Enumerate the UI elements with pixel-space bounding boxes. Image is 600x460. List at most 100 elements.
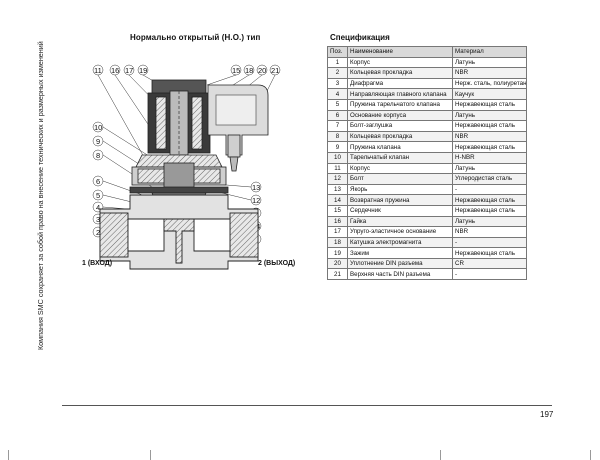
- callout-8: 8: [96, 151, 100, 160]
- callout-16: 16: [111, 66, 119, 75]
- footer-rule: [62, 405, 552, 406]
- spec-pos: 9: [327, 141, 348, 153]
- spec-pos: 6: [327, 109, 348, 122]
- spec-pos: 19: [327, 247, 348, 259]
- spec-pos: 1: [327, 56, 348, 69]
- spec-material: CR: [452, 257, 527, 270]
- spec-pos: 3: [327, 77, 348, 90]
- spec-material: Углеродистая сталь: [452, 173, 527, 185]
- spec-pos: 18: [327, 236, 348, 249]
- port-out-label: 2 (ВЫХОД): [258, 260, 295, 267]
- spec-material: Нержавеющая сталь: [452, 247, 527, 259]
- spec-name: Болт-заглушка: [347, 120, 453, 132]
- spec-name: Болт: [347, 173, 453, 185]
- spec-name: Сердечник: [347, 204, 453, 217]
- spec-name: Основание корпуса: [347, 109, 453, 122]
- spec-pos: 20: [327, 257, 348, 270]
- crop-mark: [150, 450, 151, 460]
- spec-material: Латунь: [452, 215, 527, 228]
- spec-name: Уплотнение DIN разъема: [347, 257, 453, 270]
- callout-13: 13: [252, 183, 260, 192]
- spec-pos: 11: [327, 162, 348, 175]
- spec-pos: 17: [327, 226, 348, 238]
- spec-name: Пружина тарельчатого клапана: [347, 98, 453, 111]
- spec-pos: 13: [327, 183, 348, 196]
- callout-3: 3: [96, 215, 100, 224]
- spec-material: -: [452, 183, 527, 196]
- callout-17: 17: [125, 66, 133, 75]
- spec-pos: 2: [327, 67, 348, 79]
- valve-cross-section-diagram: 11 16 17 19 15 18 20 21 10 9 8 6 5 4 3 2…: [82, 64, 295, 270]
- spec-material: NBR: [452, 130, 527, 143]
- diagram-title: Нормально открытый (Н.О.) тип: [130, 33, 261, 42]
- spec-name: Пружина клапана: [347, 141, 453, 153]
- port-in-label: 1 (ВХОД): [82, 260, 112, 267]
- spec-name: Диафрагма: [347, 77, 453, 90]
- spec-material: Латунь: [452, 109, 527, 122]
- spec-pos: 14: [327, 194, 348, 206]
- spec-name: Возвратная пружина: [347, 194, 453, 206]
- spec-material: NBR: [452, 67, 527, 79]
- spec-pos: 5: [327, 98, 348, 111]
- spec-name: Корпус: [347, 162, 453, 175]
- spec-pos: 12: [327, 173, 348, 185]
- callout-6: 6: [96, 177, 100, 186]
- callout-2-left: 2: [96, 228, 100, 237]
- spec-pos: 7: [327, 120, 348, 132]
- spec-material: -: [452, 268, 527, 281]
- spec-name: Зажим: [347, 247, 453, 259]
- callout-9: 9: [96, 137, 100, 146]
- spec-name: Корпус: [347, 56, 453, 69]
- spec-header-material: Материал: [452, 46, 527, 58]
- spec-pos: 21: [327, 268, 348, 281]
- spec-name: Кольцевая прокладка: [347, 67, 453, 79]
- spec-name: Направляющая главного клапана: [347, 88, 453, 100]
- callout-4: 4: [96, 203, 100, 212]
- spec-name: Верхняя часть DIN разъема: [347, 268, 453, 281]
- side-note: Компания SMC сохраняет за собой право на…: [36, 41, 45, 350]
- callout-15: 15: [232, 66, 240, 75]
- crop-mark: [440, 450, 441, 460]
- spec-material: NBR: [452, 226, 527, 238]
- spec-name: Якорь: [347, 183, 453, 196]
- spec-name: Кольцевая прокладка: [347, 130, 453, 143]
- spec-name: Тарельчатый клапан: [347, 151, 453, 164]
- callout-5: 5: [96, 191, 100, 200]
- callout-12: 12: [252, 196, 260, 205]
- spec-name: Катушка электромагнита: [347, 236, 453, 249]
- spec-material: Нержавеющая сталь: [452, 141, 527, 153]
- spec-name: Упруго-эластичное основание: [347, 226, 453, 238]
- spec-header-name: Наименование: [347, 46, 453, 58]
- spec-title: Спецификация: [330, 33, 390, 42]
- spec-pos: 15: [327, 204, 348, 217]
- spec-material: Каучук: [452, 88, 527, 100]
- spec-material: H-NBR: [452, 151, 527, 164]
- spec-pos: 8: [327, 130, 348, 143]
- spec-header-pos: Поз.: [327, 46, 348, 58]
- spec-material: Латунь: [452, 162, 527, 175]
- spec-material: -: [452, 236, 527, 249]
- crop-mark: [590, 450, 591, 460]
- callout-18: 18: [245, 66, 253, 75]
